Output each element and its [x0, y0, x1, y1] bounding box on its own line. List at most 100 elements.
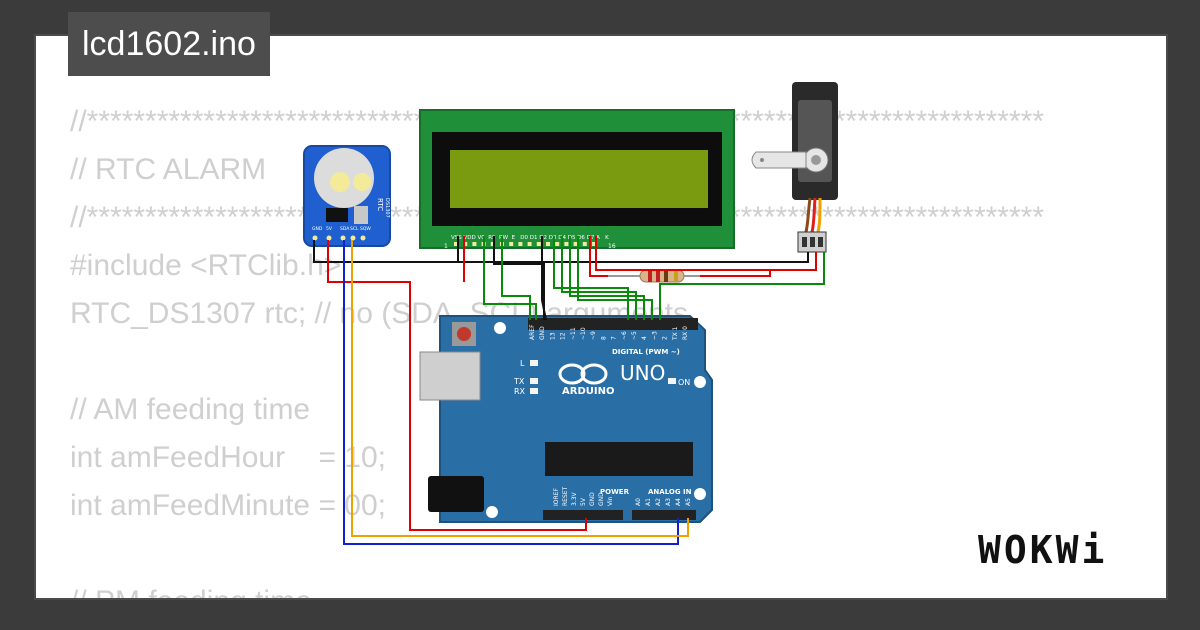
digital-pin-label: GND [539, 326, 546, 340]
rtc-pin[interactable] [312, 235, 318, 241]
lcd-pin[interactable] [463, 242, 468, 246]
power-header [543, 510, 623, 520]
board-brand: ARDUINO [562, 386, 614, 397]
rtc-pin-label: 5V [326, 226, 333, 232]
rtc-pin-label: SQW [360, 226, 371, 232]
wire-d6 [569, 236, 645, 320]
led-l-label: L [520, 359, 525, 368]
led-rx-label: RX [514, 387, 526, 396]
wires [313, 236, 825, 545]
analog-header [632, 510, 696, 520]
lcd1602-module[interactable]: 1 16 VSS VDD V0 RS RW E D0 D1 D2 D3 D4 D… [419, 109, 735, 250]
code-line: // AM feeding time [70, 393, 311, 426]
lcd-pin-first: 1 [444, 243, 448, 250]
rtc-chip [326, 208, 348, 222]
code-line: // PM feeding time [70, 578, 1044, 598]
lcd-pin-last: 16 [608, 243, 616, 250]
digital-pin-label: ~5 [631, 331, 638, 340]
lcd-pin[interactable] [518, 242, 523, 246]
analog-pin-label: A2 [655, 498, 662, 506]
lcd-pin[interactable] [472, 242, 477, 246]
digital-pin-label: 2 [662, 336, 669, 340]
wire-d4 [553, 236, 629, 320]
digital-pin-label: 7 [611, 336, 618, 340]
lcd-pin[interactable] [582, 242, 587, 246]
analog-pin-label: A5 [685, 498, 692, 506]
power-pin-label: IOREF [553, 488, 560, 506]
led-rx [530, 388, 538, 394]
file-name-tab[interactable]: lcd1602.ino [68, 12, 270, 76]
led-tx [530, 378, 538, 384]
code-line: RTC_DS1307 rtc; // no (SDA, SCL) argumen… [70, 297, 689, 330]
digital-pin-label: ~3 [651, 331, 658, 340]
wire-gnd-servo [458, 252, 809, 263]
wire-d7 [577, 236, 653, 320]
wire-resistor-5v [700, 270, 771, 277]
lcd-pin[interactable] [490, 242, 495, 246]
atmega-chip [545, 442, 693, 476]
usb-port [419, 351, 481, 401]
rtc-pin[interactable] [326, 235, 332, 241]
wire-sda [343, 240, 679, 545]
lcd-pin[interactable] [536, 242, 541, 246]
digital-pin-label: ~10 [580, 327, 587, 340]
lcd-pin[interactable] [454, 242, 458, 246]
led-on [668, 378, 676, 384]
servo-screw-icon [811, 155, 821, 165]
arduino-logo-icon [558, 363, 608, 385]
power-jack [428, 476, 484, 512]
analog-pin-label: A0 [635, 498, 642, 506]
lcd-pin[interactable] [527, 242, 532, 246]
wire-servo-signal [659, 252, 825, 320]
digital-pin-label: TX 1 [672, 326, 679, 341]
resistor[interactable] [608, 269, 700, 283]
arduino-uno-board[interactable]: L TX RX ON UNO ARDUINO DIGITAL (PWM ~) P… [419, 315, 713, 523]
rtc-pin[interactable] [340, 235, 346, 241]
digital-pin-label: 8 [600, 336, 607, 340]
rtc-pin-label: SDA [340, 226, 350, 232]
servo-horn[interactable] [751, 151, 807, 169]
code-line: int amFeedHour = 10; [70, 441, 386, 474]
lcd-pin[interactable] [555, 242, 560, 246]
rtc-pin-label: SCL [350, 226, 359, 232]
analog-pin-label: A4 [675, 498, 682, 506]
rtc-sublabel: DS1307 [384, 198, 390, 218]
lcd-pin[interactable] [509, 242, 514, 246]
servo-wire-red [810, 197, 817, 233]
digital-pin-label: 4 [641, 336, 648, 340]
lcd-pin[interactable] [564, 242, 569, 246]
lcd-pin[interactable] [573, 242, 578, 246]
power-pin-label: Vin [607, 496, 614, 506]
digital-label: DIGITAL (PWM ~) [612, 348, 680, 356]
wire-scl [351, 240, 689, 537]
lcd-pin[interactable] [592, 242, 596, 246]
coin-cell-contact [330, 172, 350, 192]
digital-pin-label: ~9 [590, 331, 597, 340]
code-line: int amFeedMinute = 00; [70, 489, 387, 522]
rtc-pin[interactable] [350, 235, 356, 241]
board-model: UNO [620, 361, 665, 385]
digital-pin-label: ~6 [621, 331, 628, 340]
rtc-crystal [354, 206, 368, 224]
servo-wire-brown [804, 197, 812, 233]
reset-button[interactable] [457, 327, 471, 341]
servo-motor[interactable] [751, 82, 838, 253]
analog-label: ANALOG IN [648, 488, 692, 496]
on-label: ON [678, 378, 690, 387]
servo-wire-orange [816, 197, 822, 233]
led-l [530, 360, 538, 366]
wire-rs [483, 236, 537, 320]
servo-horn-hole [760, 158, 764, 162]
wire-gnd-rtc-lcd [313, 236, 459, 263]
wokwi-logo[interactable]: WOKWi [978, 528, 1108, 572]
lcd-pin[interactable] [546, 242, 550, 246]
mount-hole [494, 322, 506, 334]
rtc-pin[interactable] [360, 235, 366, 241]
mount-hole [486, 506, 498, 518]
mount-hole [694, 488, 706, 500]
